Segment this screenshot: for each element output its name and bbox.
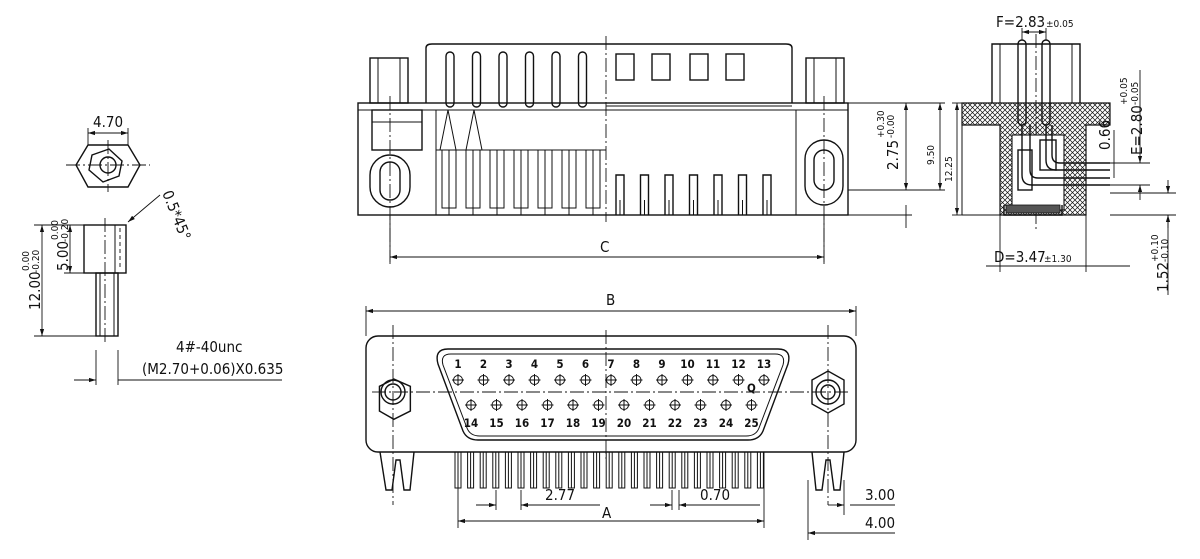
- pin-number: 4: [531, 357, 538, 371]
- total-length-tol-lower: -0.20: [31, 249, 42, 273]
- nut-width-label: 4.70: [93, 113, 123, 131]
- dim-3-00-label: 3.00: [865, 486, 895, 504]
- pin-number: 18: [566, 416, 580, 430]
- top-pin: [577, 51, 588, 108]
- dim-b-label: B: [606, 291, 615, 309]
- front-elevation-view: C 9.50 2.75 +0.30 -0.00: [357, 36, 945, 265]
- hex-nut-view: 4.70 0.5*45° 5.00 0.00 -0.20 12.00 0.00 …: [21, 113, 283, 385]
- dim-2-75-label: 2.75: [884, 140, 902, 170]
- side-section-view: F=2.83 ±0.05 E=2.80 +0.05 -0.05 0.66 12.…: [944, 13, 1176, 295]
- pin-number: 21: [642, 416, 656, 430]
- pin-number: 10: [680, 357, 694, 371]
- dim-0-66-label: 0.66: [1096, 120, 1114, 150]
- top-pin: [498, 51, 508, 108]
- pin-number: 7: [607, 357, 614, 371]
- pin-number: 19: [591, 416, 605, 430]
- q-mark: Q: [747, 381, 756, 395]
- total-length-label: 12.00: [26, 271, 44, 310]
- pin-number: 9: [658, 357, 665, 371]
- pin-number: 24: [719, 416, 733, 430]
- dim-c-label: C: [600, 238, 609, 256]
- short-pin: [762, 174, 772, 215]
- dim-2-75-tol-lower: -0.00: [886, 114, 897, 138]
- pin-number: 22: [668, 416, 682, 430]
- pin-width-label: 0.70: [700, 486, 730, 504]
- pin-bend: [439, 109, 483, 151]
- pin-number: 14: [464, 416, 478, 430]
- dim-2-75-tol-upper: +0.30: [876, 110, 887, 138]
- pin-number: 5: [556, 357, 563, 371]
- pin-number: 16: [515, 416, 529, 430]
- dim-9-50-label: 9.50: [926, 145, 937, 165]
- dim-1-52-tol-lower: -0.10: [1160, 238, 1171, 262]
- pin-number: 12: [731, 357, 745, 371]
- pin-number: 25: [744, 416, 758, 430]
- top-pin: [471, 51, 482, 108]
- dim-a-label: A: [602, 504, 612, 522]
- thread-label: 4#-40unc: [176, 338, 242, 356]
- top-pin: [551, 51, 561, 108]
- short-pin: [688, 174, 699, 215]
- nut-height-tol-upper: 0.00: [50, 220, 61, 240]
- pin-number: 2: [480, 357, 487, 371]
- short-pin: [615, 174, 625, 215]
- thread-metric-label: (M2.70+0.06)X0.635: [142, 360, 283, 378]
- chamfer-label: 0.5*45°: [158, 188, 194, 243]
- dim-1-52-tol-upper: +0.10: [1150, 234, 1161, 262]
- dim-d-tol: ±1.30: [1044, 254, 1072, 265]
- top-pin: [524, 51, 535, 108]
- dim-12-25-label: 12.25: [944, 156, 955, 182]
- pin-number: 15: [489, 416, 503, 430]
- pin-number: 20: [617, 416, 631, 430]
- nut-height-label: 5.00: [54, 241, 72, 271]
- dim-1-52-label: 1.52: [1154, 262, 1172, 292]
- pin-number: 3: [505, 357, 512, 371]
- pin-number: 8: [633, 357, 640, 371]
- dim-e-tol-upper: +0.05: [1119, 77, 1130, 105]
- short-pin: [737, 174, 748, 215]
- dim-e-label: E=2.80: [1128, 105, 1146, 155]
- pin-number: 13: [757, 357, 771, 371]
- pin-number: 1: [454, 357, 461, 371]
- dim-4-00-label: 4.00: [865, 514, 895, 532]
- pitch-label: 2.77: [545, 486, 575, 504]
- pin-number: 6: [582, 357, 589, 371]
- top-pin: [445, 51, 455, 108]
- dim-d-label: D=3.47: [994, 248, 1046, 266]
- short-pin: [639, 174, 650, 215]
- dim-e-tol-lower: -0.05: [1130, 82, 1141, 105]
- pin-number: 11: [706, 357, 720, 371]
- dim-f-tol: ±0.05: [1046, 19, 1074, 30]
- dim-f-label: F=2.83: [996, 13, 1045, 31]
- total-length-tol-upper: 0.00: [21, 251, 32, 271]
- nut-height-tol-lower: -0.20: [60, 218, 71, 242]
- short-pin: [664, 174, 674, 215]
- pin-number: 23: [693, 416, 707, 430]
- pin-number: 17: [540, 416, 554, 430]
- short-pin: [713, 174, 723, 215]
